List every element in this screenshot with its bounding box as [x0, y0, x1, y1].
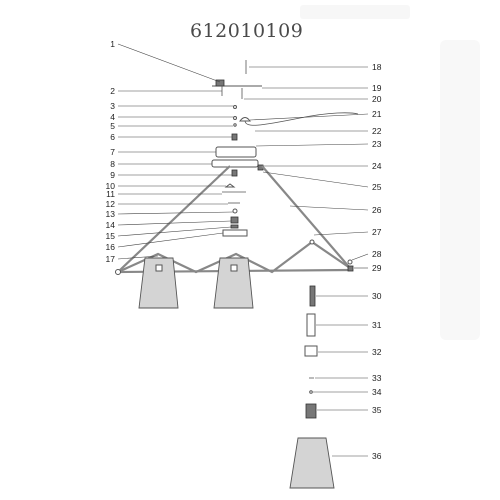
callout-16: 16 [106, 242, 116, 252]
callout-10: 10 [106, 181, 116, 191]
body-plate [211, 159, 259, 168]
callout-18: 18 [372, 62, 382, 72]
leader-13 [117, 211, 234, 215]
lamp-parts [115, 60, 359, 489]
callout-19: 19 [372, 83, 382, 93]
callout-36: 36 [372, 451, 382, 461]
leader-26 [289, 205, 369, 211]
callout-23: 23 [372, 139, 382, 149]
callout-9: 9 [110, 170, 115, 180]
washer-3 [233, 105, 237, 109]
socket-center [230, 264, 238, 272]
leader-1 [117, 43, 221, 83]
callout-30: 30 [372, 291, 382, 301]
leader-16 [117, 232, 224, 248]
callout-1: 1 [110, 39, 115, 49]
leader-27 [313, 231, 369, 236]
center-hub [222, 229, 248, 237]
callout-11: 11 [106, 189, 115, 199]
joint-27 [309, 239, 315, 245]
canopy-top [239, 117, 251, 122]
callout-21: 21 [372, 109, 382, 119]
leader-21 [249, 113, 369, 121]
bracket-nut [215, 79, 225, 87]
washer-5 [233, 123, 237, 127]
callout-2: 2 [110, 86, 115, 96]
nut-14 [230, 216, 239, 224]
ring-13 [232, 208, 238, 214]
shade-center [213, 257, 254, 309]
callout-29: 29 [372, 263, 382, 273]
callouts-left: 1 2 3 4 5 6 7 8 9 10 11 12 13 14 15 16 1… [106, 39, 116, 264]
shade-36 [289, 437, 335, 489]
callout-14: 14 [106, 220, 116, 230]
shade-left [138, 257, 179, 309]
nut-9 [231, 169, 238, 177]
supply-cable [244, 112, 359, 126]
leader-17 [117, 255, 159, 260]
washer-15 [230, 224, 239, 229]
shade-holder-32 [304, 345, 318, 357]
page-background [300, 5, 480, 340]
joint-left [115, 269, 121, 275]
callout-27: 27 [372, 227, 382, 237]
leader-15 [117, 226, 232, 237]
washer-4 [233, 116, 237, 120]
callout-3: 3 [110, 101, 115, 111]
leader-23 [255, 143, 369, 147]
callout-26: 26 [372, 205, 382, 215]
ring-34 [309, 390, 313, 394]
callout-31: 31 [372, 320, 382, 330]
threaded-tube-30 [309, 285, 316, 307]
callout-6: 6 [110, 132, 115, 142]
callout-17: 17 [106, 254, 116, 264]
cap-10 [224, 183, 236, 188]
leader-lines [117, 43, 369, 457]
callout-7: 7 [110, 147, 115, 157]
callouts-right: 18 19 20 21 22 23 24 25 26 27 28 29 30 3… [372, 62, 382, 461]
nut-29 [347, 265, 354, 272]
callout-12: 12 [106, 199, 116, 209]
callout-4: 4 [110, 112, 115, 122]
callout-32: 32 [372, 347, 382, 357]
nut-6 [231, 133, 238, 141]
callout-24: 24 [372, 161, 382, 171]
frame-arm-right-upper [261, 165, 351, 269]
frame-arm-left-upper [119, 165, 231, 271]
callout-28: 28 [372, 249, 382, 259]
callout-8: 8 [110, 159, 115, 169]
model-number: 612010109 [190, 20, 303, 42]
leader-28 [351, 253, 369, 261]
callout-35: 35 [372, 405, 382, 415]
lamp-socket-35 [305, 403, 317, 419]
leader-14 [117, 220, 232, 226]
callout-22: 22 [372, 126, 382, 136]
callout-13: 13 [106, 209, 116, 219]
sleeve-31 [306, 313, 316, 337]
callout-15: 15 [106, 231, 116, 241]
socket-left [155, 264, 163, 272]
callout-33: 33 [372, 373, 382, 383]
leader-25 [262, 171, 369, 188]
callout-25: 25 [372, 182, 382, 192]
canopy [215, 146, 257, 158]
callout-5: 5 [110, 121, 115, 131]
callout-34: 34 [372, 387, 382, 397]
joint-28 [347, 259, 353, 265]
callout-20: 20 [372, 94, 382, 104]
